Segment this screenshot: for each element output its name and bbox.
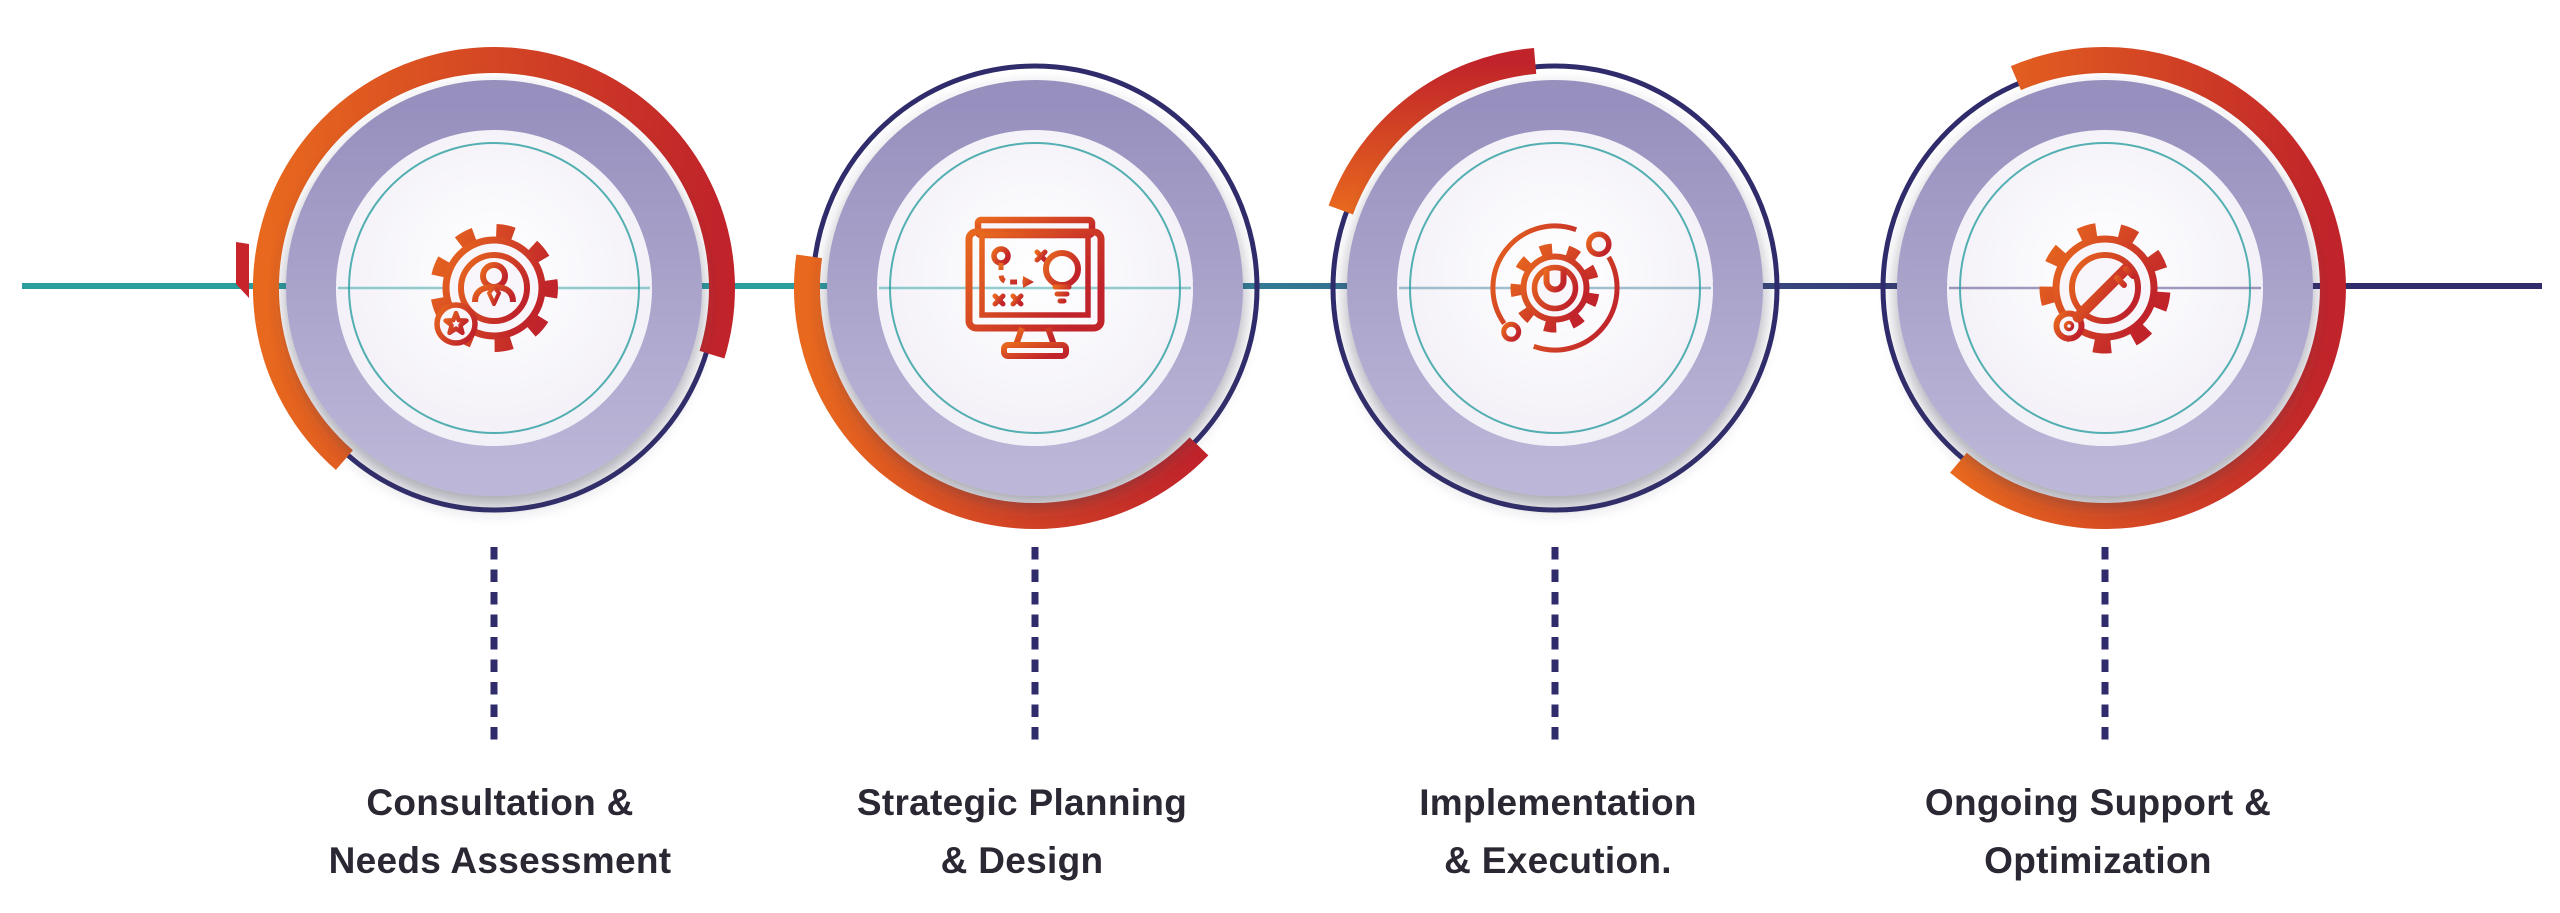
teal-inner-circle bbox=[348, 142, 640, 434]
step-label-3-line-1: Implementation bbox=[1419, 782, 1697, 823]
step-label-1-line-1: Consultation & bbox=[366, 782, 634, 823]
timeline-arrow-marker bbox=[236, 242, 249, 298]
step-label-4-line-2: Optimization bbox=[1984, 840, 2212, 881]
step-label-4: Ongoing Support & Optimization bbox=[1798, 774, 2398, 890]
step-label-1: Consultation & Needs Assessment bbox=[200, 774, 800, 890]
step-label-1-line-2: Needs Assessment bbox=[328, 840, 672, 881]
progress-arc bbox=[253, 47, 735, 470]
progress-arc bbox=[1950, 47, 2346, 529]
step-label-4-line-1: Ongoing Support & bbox=[1924, 782, 2272, 823]
process-step-circle-3 bbox=[1328, 47, 1780, 513]
step-label-3-line-2: & Execution. bbox=[1444, 840, 1672, 881]
step-label-2-line-2: & Design bbox=[940, 840, 1104, 881]
step-connector-3 bbox=[1551, 547, 1559, 747]
step-label-2-line-1: Strategic Planning bbox=[856, 782, 1188, 823]
teal-inner-circle bbox=[889, 142, 1181, 434]
lavender-ring bbox=[1347, 80, 1763, 496]
step-connector-2 bbox=[1031, 547, 1039, 747]
progress-arc bbox=[1328, 47, 1537, 215]
step-connector-1 bbox=[490, 547, 498, 747]
teal-inner-circle bbox=[1959, 142, 2251, 434]
process-step-circle-4 bbox=[1880, 47, 2346, 529]
lavender-ring bbox=[1897, 80, 2313, 496]
implementation-gear-wrench-orbit-icon bbox=[1490, 223, 1620, 353]
step-label-3: Implementation & Execution. bbox=[1258, 774, 1858, 890]
teal-inner-circle bbox=[1409, 142, 1701, 434]
step-connector-4 bbox=[2101, 547, 2109, 747]
lavender-ring bbox=[827, 80, 1243, 496]
process-step-circle-2 bbox=[794, 63, 1260, 529]
outer-ring-track bbox=[1330, 63, 1780, 513]
lavender-ring bbox=[286, 80, 702, 496]
step-label-2: Strategic Planning & Design bbox=[722, 774, 1322, 890]
strategic-planning-monitor-icon bbox=[965, 216, 1105, 359]
process-step-circle-1 bbox=[253, 47, 735, 513]
process-timeline-line bbox=[22, 283, 2542, 289]
progress-arc bbox=[794, 254, 1209, 529]
